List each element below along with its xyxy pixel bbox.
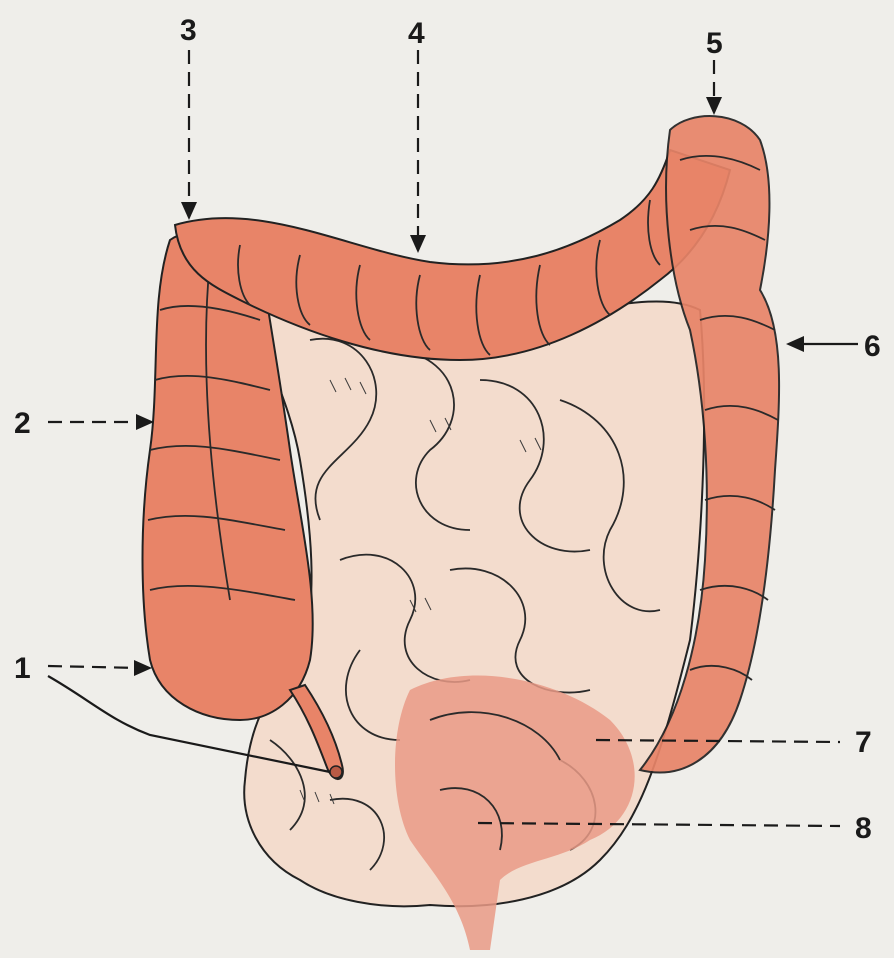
callout-2: 2 — [14, 407, 31, 440]
callout-5: 5 — [706, 27, 723, 60]
arrowhead-3 — [181, 202, 197, 220]
arrowhead-2 — [136, 414, 154, 430]
arrowhead-1a — [134, 660, 152, 676]
callout-3: 3 — [180, 14, 197, 47]
callout-1: 1 — [14, 652, 31, 685]
callout-7: 7 — [855, 726, 872, 759]
sigmoid-rectum — [395, 676, 635, 950]
arrowhead-6 — [786, 336, 804, 352]
callout-6: 6 — [864, 330, 881, 363]
arrowhead-5 — [706, 97, 722, 115]
arrowhead-4 — [410, 235, 426, 253]
callout-4: 4 — [408, 17, 425, 50]
leader-1a — [48, 666, 140, 668]
callout-8: 8 — [855, 812, 872, 845]
